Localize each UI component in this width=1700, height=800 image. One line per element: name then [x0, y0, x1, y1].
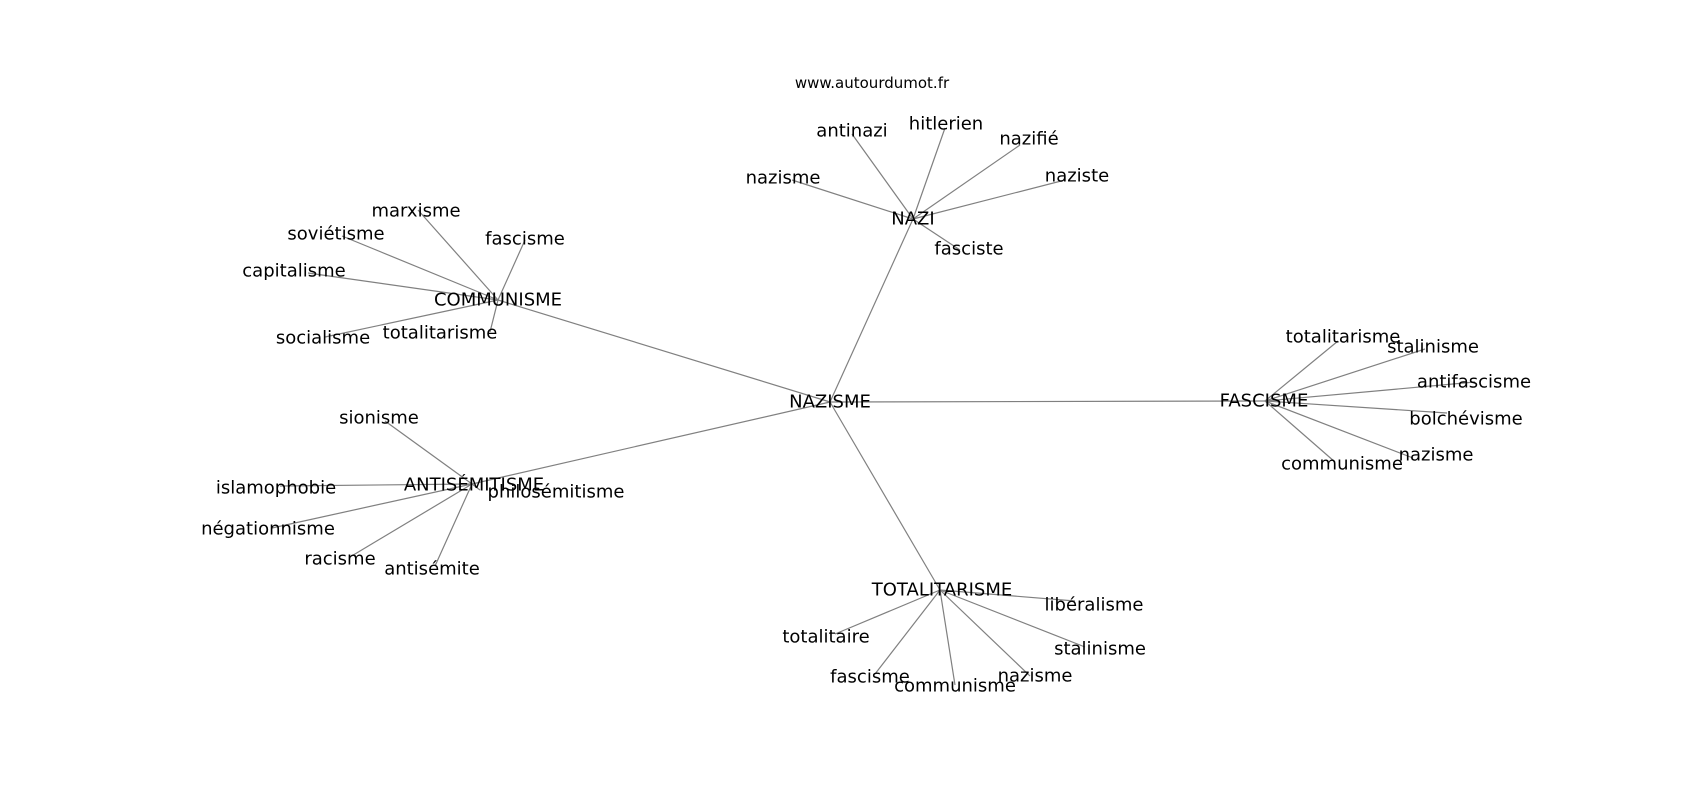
edge-hub-leaf [271, 483, 473, 529]
edge-hub-leaf [874, 589, 941, 675]
edge-hub-leaf [912, 144, 1021, 220]
edge-hub-leaf [489, 299, 499, 333]
leaf-node-label: socialisme [276, 328, 370, 349]
hub-node-label: TOTALITARISME [871, 580, 1012, 601]
edge-hub-leaf [939, 589, 1086, 648]
edge-hub-leaf [307, 272, 499, 301]
edge-hub-leaf [791, 179, 914, 220]
leaf-node-label: antinazi [816, 121, 887, 142]
edge-hub-leaf [349, 483, 473, 558]
hub-node-label: FASCISME [1220, 391, 1309, 412]
edge-hub-leaf [1264, 381, 1476, 402]
leaf-node-label: stalinisme [1387, 337, 1479, 358]
leaf-node-label: racisme [304, 549, 375, 570]
edge-hub-leaf [939, 589, 1031, 677]
edge-hub-leaf [324, 299, 499, 338]
edge-hub-leaf [341, 235, 499, 301]
edge-hub-leaf [497, 239, 526, 301]
leaf-node-label: capitalisme [242, 261, 345, 282]
leaf-node-label: soviétisme [287, 224, 384, 245]
leaf-node-label: nazisme [1399, 445, 1474, 466]
edge-hub-leaf [939, 589, 1076, 602]
leaf-node-label: totalitarisme [1286, 327, 1401, 348]
edge-center-hub [471, 401, 831, 485]
leaf-node-label: philosémitisme [488, 482, 625, 503]
edge-hub-leaf [279, 483, 473, 487]
leaf-node-label: totalitarisme [383, 323, 498, 344]
leaf-node-label: totalitaire [782, 627, 869, 648]
edge-center-hub [829, 401, 941, 591]
edge-hub-leaf [912, 127, 946, 220]
hub-node-label: NAZI [891, 209, 934, 230]
leaf-node-label: négationnisme [201, 519, 335, 540]
leaf-node-label: stalinisme [1054, 639, 1146, 660]
edge-hub-leaf [1264, 348, 1426, 402]
edge-hub-leaf [834, 589, 941, 635]
edge-hub-leaf [471, 483, 481, 491]
edge-hub-leaf [1264, 400, 1336, 463]
center-node-label: NAZISME [789, 392, 871, 413]
edge-hub-leaf [851, 133, 914, 220]
hub-node-label: COMMUNISME [434, 290, 562, 311]
leaf-node-label: sionisme [339, 408, 419, 429]
edge-hub-leaf [1264, 340, 1339, 402]
leaf-node-label: communisme [1281, 454, 1403, 475]
edge-hub-leaf [912, 218, 961, 251]
leaf-node-label: fascisme [485, 229, 565, 250]
leaf-node-label: islamophobie [216, 478, 336, 499]
leaf-node-label: fascisme [830, 667, 910, 688]
leaf-node-label: fasciste [934, 239, 1003, 260]
leaf-node-label: bolchévisme [1409, 409, 1522, 430]
edge-center-hub [497, 299, 831, 403]
hub-node-label: ANTISÉMITISME [404, 474, 544, 496]
leaf-node-label: nazisme [746, 168, 821, 189]
leaf-node-label: nazisme [998, 666, 1073, 687]
edge-hub-leaf [912, 179, 1066, 220]
leaf-node-label: naziste [1045, 166, 1109, 187]
edges-layer [271, 127, 1476, 686]
leaf-node-label: antifascisme [1417, 372, 1531, 393]
edge-hub-leaf [434, 483, 473, 567]
edge-hub-leaf [417, 209, 499, 301]
leaf-node-label: communisme [894, 676, 1016, 697]
labels-layer: NAZISME NAZI antinazi hitlerien nazifié nazis… [201, 114, 1531, 697]
edge-hub-leaf [1264, 400, 1414, 459]
leaf-node-label: marxisme [371, 201, 460, 222]
leaf-node-label: libéralisme [1045, 595, 1144, 616]
edge-center-hub [829, 400, 1266, 403]
leaf-node-label: nazifié [999, 129, 1058, 150]
edge-center-hub [829, 218, 914, 403]
watermark-text: www.autourdumot.fr [795, 74, 950, 92]
edge-hub-leaf [384, 420, 473, 485]
edge-hub-leaf [1264, 400, 1448, 414]
leaf-node-label: hitlerien [909, 114, 983, 135]
leaf-node-label: antisémite [384, 559, 480, 580]
edge-hub-leaf [939, 589, 956, 686]
